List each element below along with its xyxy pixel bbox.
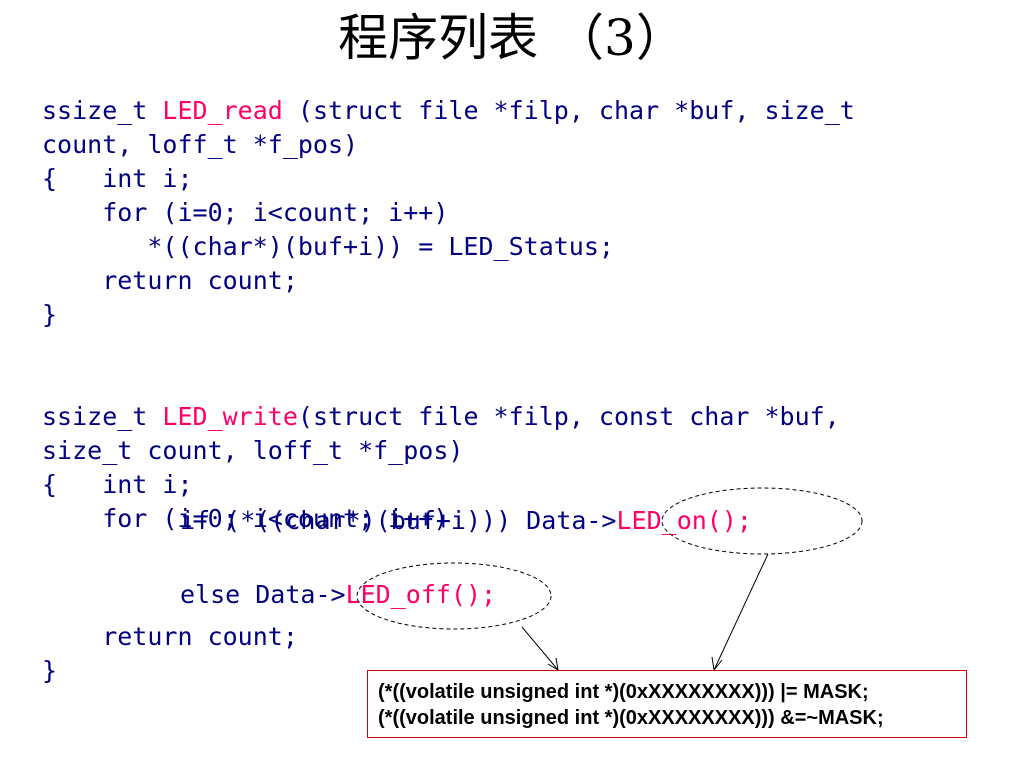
write-if-statement: if (*((char*)(buf+i))) Data->LED_on();	[180, 504, 752, 538]
register-macro-note: (*((volatile unsigned int *)(0xXXXXXXXX)…	[367, 670, 967, 738]
read-signature-params-cont: count, loff_t *f_pos)	[42, 130, 359, 159]
read-signature-params: (struct file *filp, char *buf, size_t	[282, 96, 855, 125]
else-prefix: else Data->	[180, 580, 346, 609]
write-signature-params-cont: size_t count, loff_t *f_pos)	[42, 436, 464, 465]
write-signature-prefix: ssize_t	[42, 402, 163, 431]
note-clear-mask: (*((volatile unsigned int *)(0xXXXXXXXX)…	[378, 707, 884, 729]
led-write-function: ssize_t LED_write(struct file *filp, con…	[42, 400, 840, 536]
led-read-function: ssize_t LED_read (struct file *filp, cha…	[42, 94, 855, 332]
write-signature-params: (struct file *filp, const char *buf,	[297, 402, 840, 431]
if-condition: if (*((char*)(buf+i))) Data->	[180, 506, 617, 535]
led-off-arrow-head	[547, 657, 559, 671]
read-close-brace: }	[42, 300, 58, 329]
read-signature-prefix: ssize_t	[42, 96, 163, 125]
read-for-loop: for (i=0; i<count; i++)	[42, 198, 449, 227]
led-on-call: LED_on();	[616, 506, 752, 535]
write-else-statement: else Data->LED_off();	[180, 578, 496, 612]
led-off-arrow-line	[521, 626, 559, 671]
write-return: return count;	[42, 622, 298, 651]
read-return: return count;	[42, 266, 298, 295]
led-on-arrow-line	[713, 553, 769, 671]
write-for-loop: for (i=0; i<count; i++)	[42, 504, 449, 533]
note-set-mask: (*((volatile unsigned int *)(0xXXXXXXXX)…	[378, 681, 869, 703]
write-body-decl: { int i;	[42, 470, 193, 499]
write-function-end: return count; }	[42, 620, 298, 688]
led-off-call: LED_off();	[345, 580, 497, 609]
led-on-arrow-head	[711, 656, 723, 672]
read-assignment: *((char*)(buf+i)) = LED_Status;	[42, 232, 614, 261]
slide-title: 程序列表 （3）	[338, 9, 686, 67]
read-body-decl: { int i;	[42, 164, 193, 193]
write-function-name: LED_write	[162, 402, 298, 431]
read-function-name: LED_read	[162, 96, 283, 125]
write-close-brace: }	[42, 656, 58, 685]
